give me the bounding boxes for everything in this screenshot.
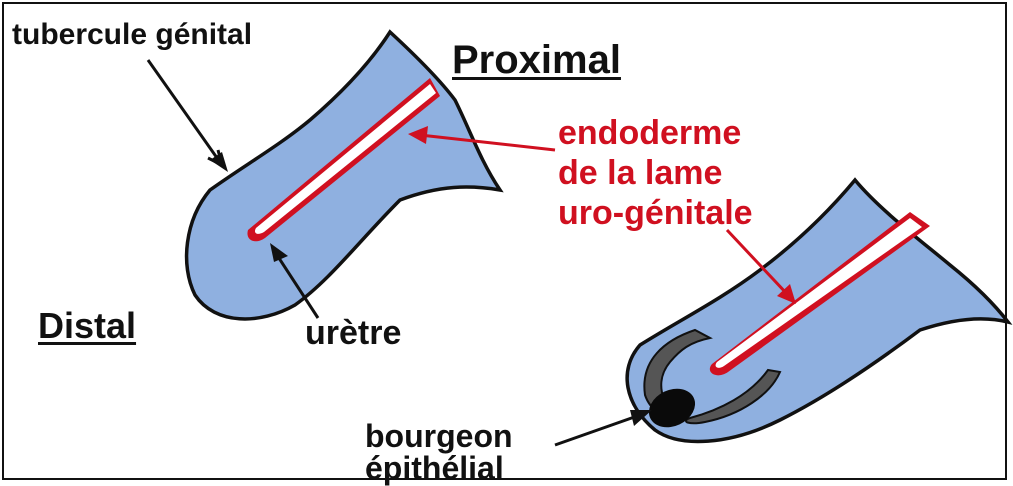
label-endoderme-1: endoderme — [558, 116, 741, 150]
label-tubercule-genital: tubercule génital — [12, 20, 252, 50]
label-bourgeon-1: bourgeon — [365, 420, 513, 452]
label-proximal: Proximal — [452, 40, 621, 80]
arrow-bourgeon — [555, 410, 652, 445]
label-bourgeon-2: épithélial — [365, 452, 504, 484]
label-endoderme-3: uro-génitale — [558, 196, 753, 230]
label-endoderme-2: de la lame — [558, 156, 722, 190]
arrow-tubercule — [148, 60, 222, 165]
label-uretre: urètre — [305, 316, 401, 350]
label-distal: Distal — [38, 308, 136, 344]
